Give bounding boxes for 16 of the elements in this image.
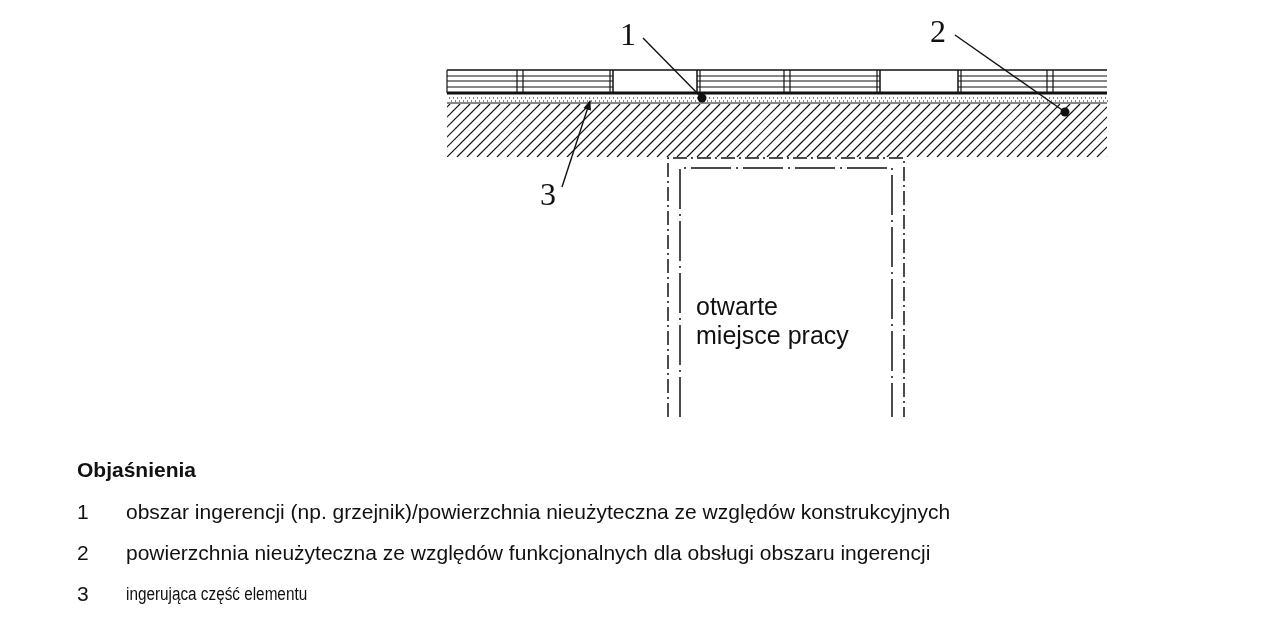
callout-number: 2 — [930, 15, 946, 47]
legend-number: 3 — [77, 582, 89, 606]
area-label: otwarte miejsce pracy — [696, 292, 850, 350]
legend-number: 2 — [77, 541, 89, 565]
legend-number: 1 — [77, 500, 89, 524]
legend-text: obszar ingerencji (np. grzejnik)/powierzchnia nieużyteczna ze względów konstrukcyjnych — [126, 500, 951, 524]
legend-text: powierzchnia nieużyteczna ze względów funkcjonalnych dla obsługi obszaru ingerencji — [126, 541, 931, 565]
work-area-outline — [666, 157, 906, 417]
leader-line — [954, 34, 1070, 117]
floor-section-drawing — [446, 69, 1109, 157]
leader-line — [561, 100, 591, 188]
callout-number: 3 — [540, 178, 556, 210]
callout-number: 1 — [620, 18, 636, 50]
leader-line — [642, 37, 707, 103]
legend-heading: Objaśnienia — [77, 458, 197, 482]
legend-text: ingerująca część elementu — [126, 584, 308, 605]
